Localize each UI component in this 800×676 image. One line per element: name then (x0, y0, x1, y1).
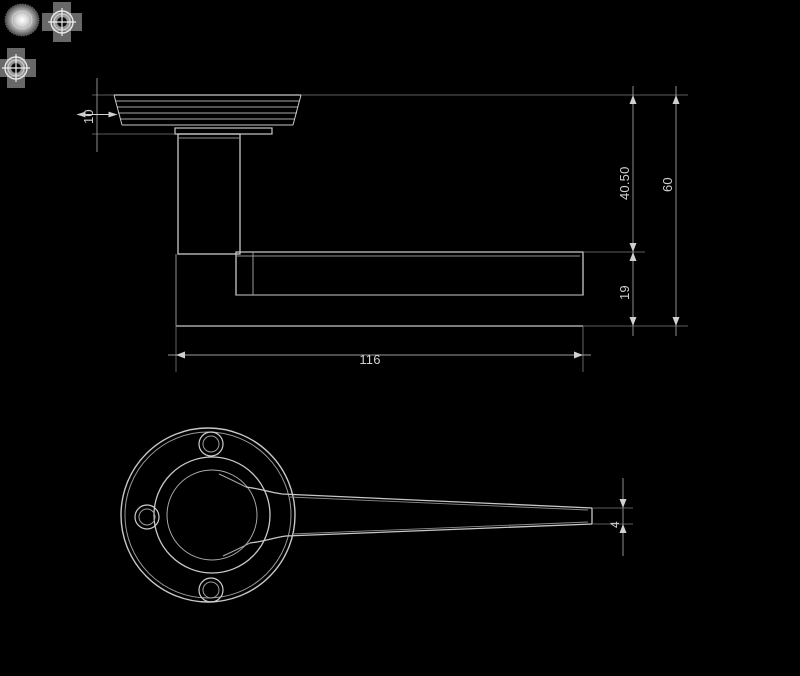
rose-profile (113, 94, 302, 135)
lever-length-value: 116 (359, 352, 380, 367)
total-height-value: 60 (660, 177, 675, 192)
rose-thickness-value: 10 (81, 109, 96, 124)
brightness-gradient-icon (4, 3, 40, 37)
handle-height-dimension: 40.50 (617, 86, 637, 336)
rose-inner-rings (153, 456, 271, 574)
handle-height-value: 40.50 (617, 166, 632, 200)
lever-arm-plan (218, 473, 593, 557)
lever-thickness-dimension: 19 (617, 252, 637, 326)
rose-outer-ring (120, 427, 296, 603)
lever-neck-profile (177, 133, 241, 255)
lever-thickness-value: 19 (617, 285, 632, 300)
lever-tip-width-value: 4 (608, 521, 622, 528)
lever-length-dimension: 116 (168, 351, 591, 367)
crosshair-marker-left (0, 48, 36, 88)
lever-tip-width-dimension: 4 (592, 478, 633, 556)
rose-thickness-dimension: 10 (76, 78, 118, 152)
lever-body-profile (175, 251, 584, 327)
side-elevation-view: 10 40.50 60 19 (76, 78, 688, 372)
plan-view: 4 (120, 427, 633, 603)
screw-hole-top (198, 431, 224, 457)
crosshair-marker-top (42, 2, 82, 42)
screw-hole-left (134, 504, 160, 530)
screw-hole-bottom (198, 577, 224, 603)
extension-lines (92, 94, 688, 372)
total-height-dimension: 60 (660, 86, 680, 336)
